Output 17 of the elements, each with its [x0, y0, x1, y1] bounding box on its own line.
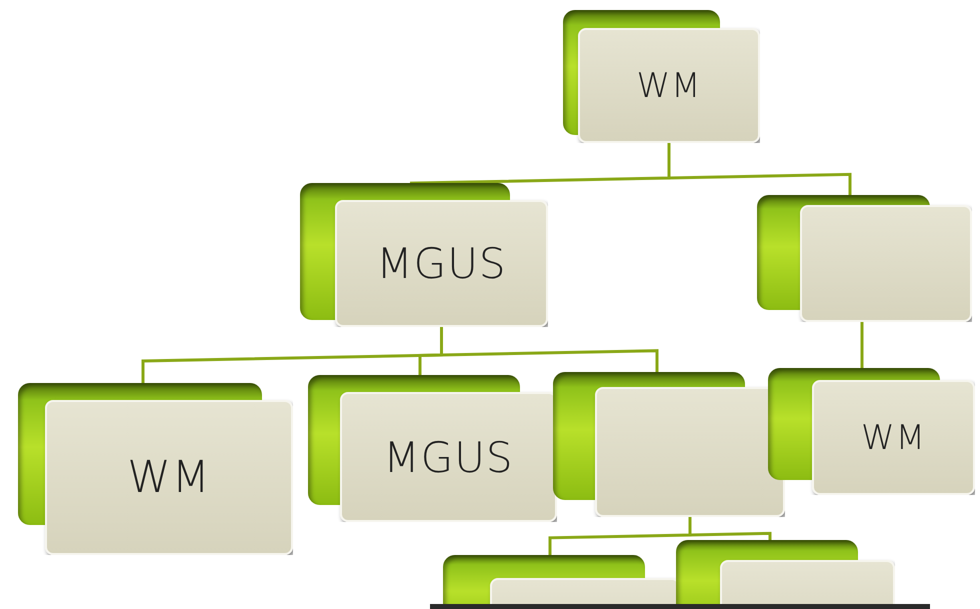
org-chart-box	[300, 183, 548, 327]
org-chart-box	[768, 368, 975, 495]
org-chart-box	[757, 195, 972, 322]
connector-line	[688, 517, 772, 540]
org-chart-box	[553, 372, 785, 517]
org-chart-box	[563, 10, 760, 143]
node-label: WM	[636, 66, 702, 106]
node-label: WM	[127, 452, 211, 503]
node-label: MGUS	[383, 432, 514, 482]
connector-line	[668, 143, 852, 195]
node-label: WM	[861, 418, 926, 458]
connector-line	[440, 327, 658, 372]
org-chart-box	[308, 375, 557, 522]
node-label: MGUS	[376, 239, 507, 288]
connector-line	[860, 322, 864, 368]
org-chart-box	[18, 383, 293, 555]
org-chart-box	[676, 540, 895, 604]
